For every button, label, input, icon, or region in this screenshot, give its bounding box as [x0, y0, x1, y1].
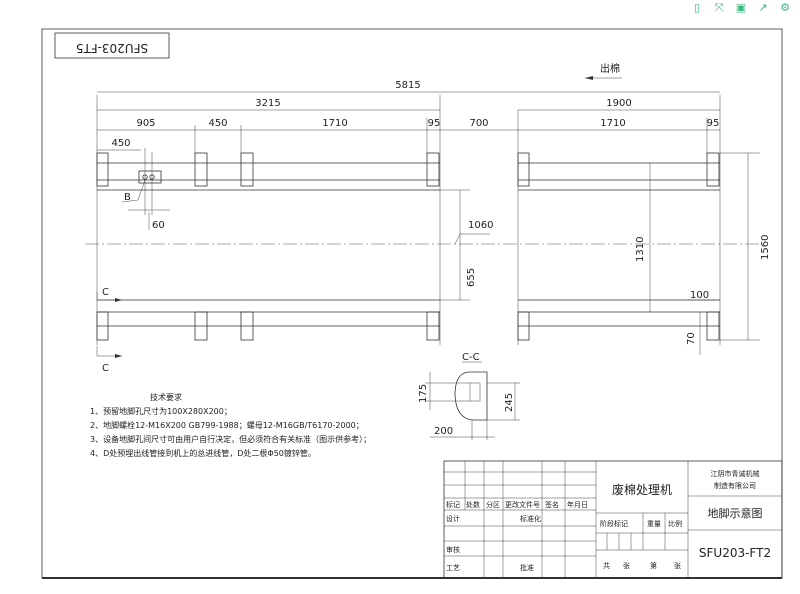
- drawing-name: 地脚示意图: [708, 506, 763, 520]
- dim-700: 700: [469, 118, 488, 129]
- arrow-left-icon: [585, 76, 593, 80]
- notes-title: 技术要求: [150, 392, 182, 402]
- right-frame: [517, 95, 721, 345]
- dim-450-offset: 450: [111, 138, 130, 149]
- dim-1560: 1560: [760, 235, 771, 260]
- review-label: 审核: [446, 545, 460, 554]
- section-dim-245: 245: [504, 393, 515, 412]
- hdr-count: 处数: [466, 500, 480, 509]
- dim-95-right: 95: [707, 118, 720, 129]
- dim-1060: 1060: [468, 220, 493, 231]
- label-c-bottom: C: [102, 363, 109, 374]
- note-4: 4、D处预埋出线管接到机上的总进线管，D处二根Φ50镀锌管。: [90, 448, 316, 458]
- viewer-toolbar: ▯ ⤧ ▣ ↗ ⚙: [682, 0, 800, 18]
- standard-label: 标准化: [520, 514, 541, 523]
- weight-label: 重量: [647, 520, 661, 528]
- settings-icon[interactable]: ⚙: [780, 1, 790, 14]
- direction-label: 出棉: [600, 62, 620, 75]
- process-label: 工艺: [446, 564, 460, 572]
- total-label: 共: [603, 561, 610, 570]
- company-line-2: 制造有限公司: [714, 481, 756, 490]
- sheet-no-label: 第: [650, 561, 657, 570]
- stage-label: 阶段标记: [600, 519, 628, 528]
- title-block: [443, 460, 783, 579]
- save-icon[interactable]: ▣: [735, 1, 747, 14]
- dim-70: 70: [686, 332, 697, 345]
- dim-905: 905: [136, 118, 155, 129]
- design-label: 设计: [446, 514, 460, 523]
- note-3: 3、设备地脚孔间尺寸可由用户自行决定，但必须符合有关标准（图示供参考）；: [90, 434, 371, 444]
- note-2: 2、地脚螺栓12-M16X200 GB799-1988；螺母12-M16GB/T…: [90, 420, 364, 430]
- sheets-label-1: 张: [623, 561, 630, 570]
- label-b: B: [124, 192, 131, 203]
- share-icon[interactable]: ↗: [758, 1, 768, 14]
- dim-3215: 3215: [255, 98, 280, 109]
- company-line-1: 江阴市青诚机械: [711, 469, 760, 478]
- dim-1310: 1310: [635, 237, 646, 262]
- tablet-icon[interactable]: ▯: [693, 1, 701, 14]
- note-1: 1、预留地脚孔尺寸为100X280X200；: [90, 406, 232, 416]
- dim-100: 100: [690, 290, 709, 301]
- approve-label: 批准: [520, 563, 534, 572]
- dim-60: 60: [152, 220, 165, 231]
- hdr-date: 年月日: [567, 500, 588, 509]
- stamp-text: SFU203-FT5: [76, 41, 148, 55]
- section-dim-175: 175: [418, 384, 429, 403]
- dim-655: 655: [466, 268, 477, 287]
- dim-1710-right: 1710: [600, 118, 625, 129]
- drawing-number: SFU203-FT2: [699, 546, 771, 560]
- dim-5815: 5815: [395, 80, 420, 91]
- section-profile: [454, 371, 488, 421]
- section-label: C-C: [462, 352, 480, 363]
- scale-label: 比例: [668, 519, 682, 528]
- hdr-sign: 签名: [545, 500, 559, 509]
- section-dim-200: 200: [434, 426, 453, 437]
- dimension-lines: [97, 91, 760, 355]
- label-c-top: C: [102, 287, 109, 298]
- dim-1710-left: 1710: [322, 118, 347, 129]
- dim-450: 450: [208, 118, 227, 129]
- dim-95-left: 95: [428, 118, 441, 129]
- hdr-mark: 标记: [446, 500, 460, 509]
- dim-1900: 1900: [606, 98, 631, 109]
- hdr-change-doc: 更改文件号: [505, 500, 540, 509]
- product-name: 废棉处理机: [612, 482, 672, 497]
- hdr-zone: 分区: [486, 500, 500, 509]
- stamp-box: [54, 32, 170, 59]
- sheets-label-2: 张: [674, 561, 681, 570]
- fullscreen-icon[interactable]: ⤧: [714, 1, 724, 14]
- left-frame: [96, 95, 441, 345]
